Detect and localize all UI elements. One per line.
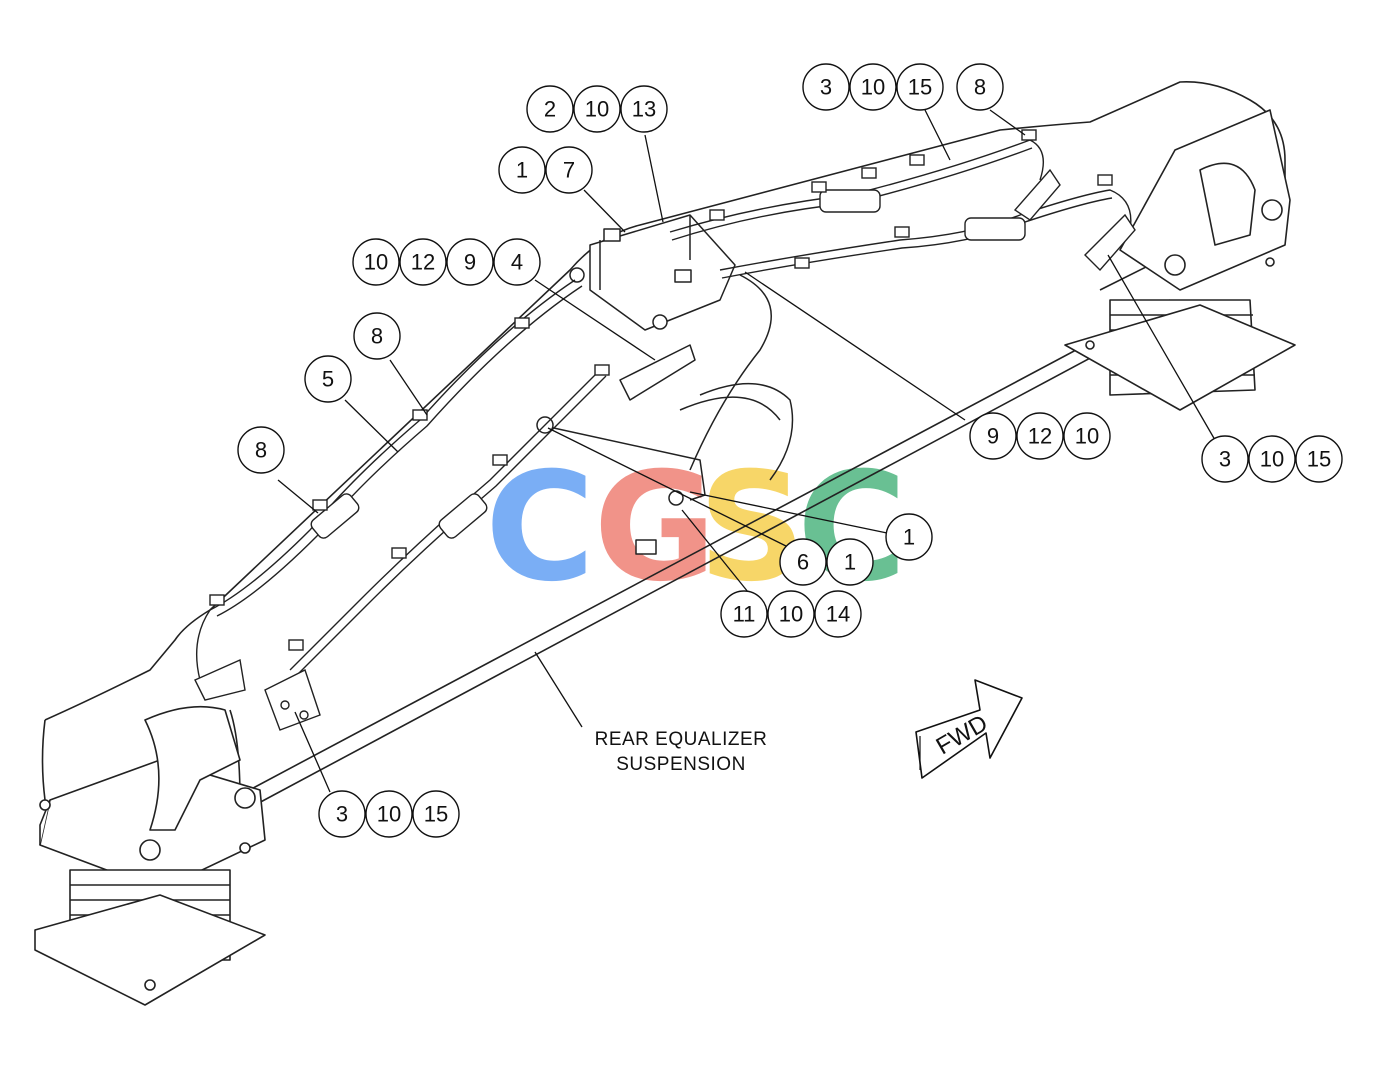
callout-number: 9: [464, 250, 476, 275]
callout-number: 10: [1260, 447, 1284, 472]
callout-number: 3: [820, 75, 832, 100]
callout-group-8-top: 8: [956, 63, 1004, 111]
assembly-label-line1: REAR EQUALIZER: [595, 729, 768, 750]
callout-number: 6: [797, 550, 809, 575]
callout-number: 4: [511, 250, 523, 275]
callout-group-3-10-15-top: 3 10 15: [802, 63, 944, 111]
callout-group-8-left: 8: [237, 426, 285, 474]
callout-number: 10: [585, 97, 609, 122]
callout-number: 1: [516, 158, 528, 183]
callout-group-9-12-10: 9 12 10: [969, 412, 1111, 460]
callout-number: 8: [371, 324, 383, 349]
upper-hose: [669, 129, 1136, 279]
callout-group-5: 5: [304, 355, 352, 403]
callout-group-2-10-13: 2 10 13: [526, 85, 668, 133]
callout-number: 15: [1307, 447, 1331, 472]
callout-number: 12: [1028, 424, 1052, 449]
forward-arrow-icon: FWD: [915, 679, 1023, 779]
callout-number: 12: [411, 250, 435, 275]
callout-number: 14: [826, 602, 850, 627]
assembly-label-line2: SUSPENSION: [616, 754, 746, 775]
watermark-letter-c1: C: [485, 441, 595, 615]
center-hose-bracket: [536, 214, 794, 555]
callout-number: 8: [974, 75, 986, 100]
callout-group-3-10-15-right: 3 10 15: [1201, 435, 1343, 483]
callout-number: 10: [364, 250, 388, 275]
callout-group-3-10-15-bottom: 3 10 15: [318, 790, 460, 838]
callout-number: 11: [733, 602, 756, 627]
callout-number: 3: [1219, 447, 1231, 472]
callout-number: 1: [844, 550, 856, 575]
callouts: 2 10 13 1 7 10 12 9 4 8 5: [237, 63, 1343, 838]
left-hoses: [194, 279, 610, 731]
callout-number: 1: [903, 525, 915, 550]
callout-number: 15: [424, 802, 448, 827]
callout-group-11-10-14: 11 10 14: [720, 590, 862, 638]
callout-number: 8: [255, 438, 267, 463]
leader-lines: [277, 109, 1216, 793]
callout-number: 9: [987, 424, 999, 449]
callout-group-1-7: 1 7: [498, 146, 593, 194]
callout-group-1-right: 1: [885, 513, 933, 561]
callout-number: 10: [377, 802, 401, 827]
callout-number: 13: [632, 97, 656, 122]
callout-group-10-12-9-4: 10 12 9 4: [352, 238, 541, 286]
callout-number: 10: [1075, 424, 1099, 449]
callout-number: 15: [908, 75, 932, 100]
watermark-letter-s: S: [698, 441, 806, 615]
callout-number: 5: [322, 367, 334, 392]
callout-number: 10: [779, 602, 803, 627]
callout-number: 7: [563, 158, 575, 183]
callout-number: 2: [544, 97, 556, 122]
callout-number: 10: [861, 75, 885, 100]
callout-number: 3: [336, 802, 348, 827]
left-mount: [34, 705, 266, 1006]
callout-group-8-upper-left: 8: [353, 312, 401, 360]
callout-group-6-1: 6 1: [779, 538, 874, 586]
right-mount: [1064, 109, 1296, 411]
